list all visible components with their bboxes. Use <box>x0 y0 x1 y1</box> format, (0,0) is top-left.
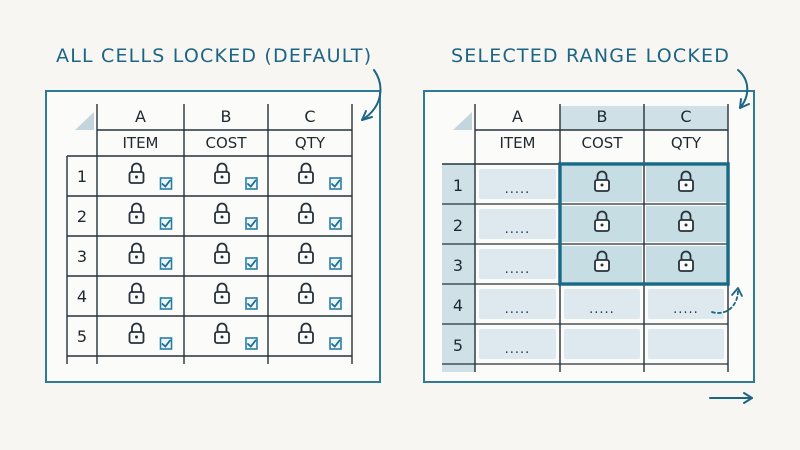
lock-icon <box>298 322 314 344</box>
lock-icon <box>298 282 314 304</box>
row-number-2: 2 <box>453 216 463 235</box>
lock-icon <box>594 210 610 232</box>
checked-checkbox-icon <box>245 257 258 270</box>
row-number-1: 1 <box>453 176 463 195</box>
column-letter-a: A <box>512 107 523 126</box>
column-header: QTY <box>295 134 326 152</box>
lock-icon <box>128 322 145 344</box>
panel-title-all-locked: ALL CELLS LOCKED (DEFAULT) <box>56 45 373 67</box>
row-number-4: 4 <box>453 296 463 315</box>
row-number-5: 5 <box>453 336 463 355</box>
lock-icon <box>298 202 314 224</box>
curved-arrow-icon-right-top <box>737 69 750 109</box>
lock-icon <box>678 210 694 232</box>
checked-checkbox-icon <box>159 297 173 310</box>
checked-checkbox-icon <box>329 177 342 190</box>
lock-icon <box>214 242 230 264</box>
column-header: QTY <box>671 134 702 152</box>
checked-checkbox-icon <box>159 257 173 270</box>
curved-arrow-icon-left <box>361 69 382 121</box>
column-letter-c: C <box>680 107 691 126</box>
unlocked-cell <box>479 329 556 359</box>
curved-arrow-icon-selection <box>711 287 743 314</box>
lock-icon <box>128 162 145 184</box>
unlocked-cell <box>564 289 640 319</box>
cell-placeholder: ..... <box>505 262 531 277</box>
lock-icon <box>214 202 230 224</box>
unlocked-cell <box>479 209 556 239</box>
lock-icon <box>214 322 230 344</box>
corner-triangle <box>75 112 94 130</box>
checked-checkbox-icon <box>329 337 342 350</box>
corner-triangle <box>453 112 472 130</box>
lock-icon <box>298 162 314 184</box>
column-letter-b: B <box>221 107 232 126</box>
lock-icon <box>678 170 694 192</box>
column-letter-c: C <box>304 107 315 126</box>
row-header-shade <box>442 164 475 372</box>
column-header: ITEM <box>122 134 158 152</box>
column-header: COST <box>206 134 248 152</box>
checked-checkbox-icon <box>245 297 258 310</box>
lock-icon <box>678 250 694 272</box>
column-header: COST <box>582 134 624 152</box>
unlocked-cell <box>564 329 640 359</box>
unlocked-cell <box>479 169 556 199</box>
lock-icon <box>594 170 610 192</box>
cell-placeholder: ..... <box>589 302 615 317</box>
row-number-3: 3 <box>77 247 87 266</box>
checked-checkbox-icon <box>329 217 342 230</box>
right-arrow-icon <box>709 392 753 404</box>
column-header: ITEM <box>499 134 535 152</box>
checked-checkbox-icon <box>159 177 173 190</box>
lock-icon <box>128 242 145 264</box>
panel-title-range-locked: SELECTED RANGE LOCKED <box>451 45 731 67</box>
selected-range-border <box>558 162 730 286</box>
checked-checkbox-icon <box>245 217 258 230</box>
unlocked-cell <box>648 329 724 359</box>
row-number-3: 3 <box>453 256 463 275</box>
column-letter-a: A <box>135 107 146 126</box>
checked-checkbox-icon <box>245 177 258 190</box>
cell-placeholder: ..... <box>505 342 531 357</box>
row-number-1: 1 <box>77 167 87 186</box>
grid-all-locked: A ITEM B COST C QTY 1 2 3 4 5 <box>66 104 353 364</box>
spreadsheet-range-locked: A ITEM B COST C QTY 1..... 2..... 3..... 4.......… <box>423 90 755 383</box>
lock-icon <box>214 162 230 184</box>
row-number-5: 5 <box>77 327 87 346</box>
unlocked-cell <box>479 249 556 279</box>
lock-icon <box>128 282 145 304</box>
row-number-2: 2 <box>77 207 87 226</box>
lock-icon <box>594 250 610 272</box>
column-letter-b: B <box>597 107 608 126</box>
grid-range-locked: A ITEM B COST C QTY 1..... 2..... 3..... 4.......… <box>442 104 730 372</box>
checked-checkbox-icon <box>329 297 342 310</box>
cell-placeholder: ..... <box>505 222 531 237</box>
cell-placeholder: ..... <box>505 182 531 197</box>
checked-checkbox-icon <box>159 217 173 230</box>
checked-checkbox-icon <box>159 337 173 350</box>
unlocked-cell <box>479 289 556 319</box>
lock-icon <box>128 202 145 224</box>
row-number-4: 4 <box>77 287 87 306</box>
spreadsheet-all-locked: A ITEM B COST C QTY 1 2 3 4 5 <box>45 90 381 383</box>
cell-placeholder: ..... <box>673 302 699 317</box>
unlocked-cell <box>648 289 724 319</box>
checked-checkbox-icon <box>245 337 258 350</box>
lock-icon <box>298 242 314 264</box>
cell-placeholder: ..... <box>505 302 531 317</box>
checked-checkbox-icon <box>329 257 342 270</box>
lock-icon <box>214 282 230 304</box>
